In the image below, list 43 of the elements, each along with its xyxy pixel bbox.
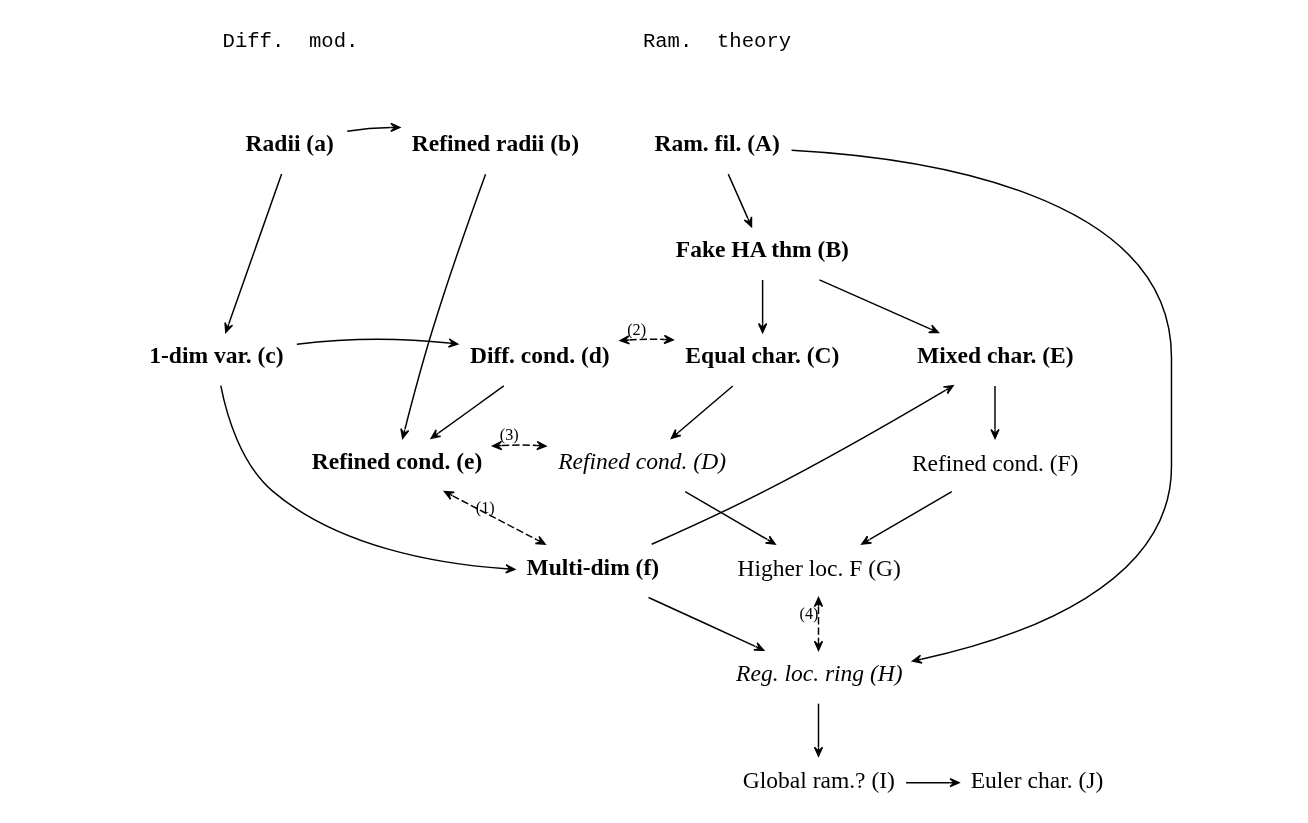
arrow [295, 337, 458, 348]
node-text: Mixed char. (E) [916, 341, 1074, 368]
arrow [989, 384, 1000, 439]
label: Ram. theory [642, 29, 791, 53]
arrow [727, 172, 752, 227]
node-text: Fake HA thm (B) [675, 235, 849, 262]
node-text: Radii (a) [245, 129, 334, 156]
node-text: Multi-dim (f) [526, 553, 659, 580]
arrow [813, 702, 823, 757]
node-text: Refined radii (b) [411, 129, 579, 156]
node-text: Global ram.? (I) [742, 766, 895, 793]
arrow [345, 122, 400, 132]
arrow [670, 384, 734, 439]
arrow [219, 384, 515, 573]
node-text: Refined cond. (D) [557, 447, 726, 474]
arrow [790, 149, 1172, 664]
arrow [491, 440, 547, 450]
node-text: Refined cond. (F) [911, 449, 1078, 476]
node-text: 1-dim var. (c) [148, 341, 284, 368]
edge-label: (3) [499, 425, 519, 443]
arrow [647, 596, 764, 651]
label: Diff. mod. [222, 29, 358, 53]
arrow [813, 596, 823, 651]
arrow [818, 278, 939, 333]
arrow [619, 334, 674, 345]
node-text: Ram. fil. (A) [654, 129, 780, 156]
arrow [757, 278, 767, 333]
edge-label: (2) [626, 320, 646, 338]
arrow [223, 172, 282, 333]
node-text: Higher loc. F (G) [737, 554, 901, 581]
arrow [650, 384, 954, 545]
arrow [683, 490, 776, 545]
node-text: Diff. cond. (d) [469, 341, 610, 368]
node-text: Equal char. (C) [684, 341, 839, 368]
arrow [399, 172, 486, 439]
node-text: Euler char. (J) [970, 766, 1103, 793]
node-text: Refined cond. (e) [311, 447, 482, 474]
arrow [860, 490, 953, 545]
edge-label: (4) [799, 604, 818, 622]
arrow [443, 490, 546, 545]
arrow [904, 777, 960, 787]
node-text: Reg. loc. ring (H) [735, 659, 903, 686]
arrow [430, 384, 504, 439]
